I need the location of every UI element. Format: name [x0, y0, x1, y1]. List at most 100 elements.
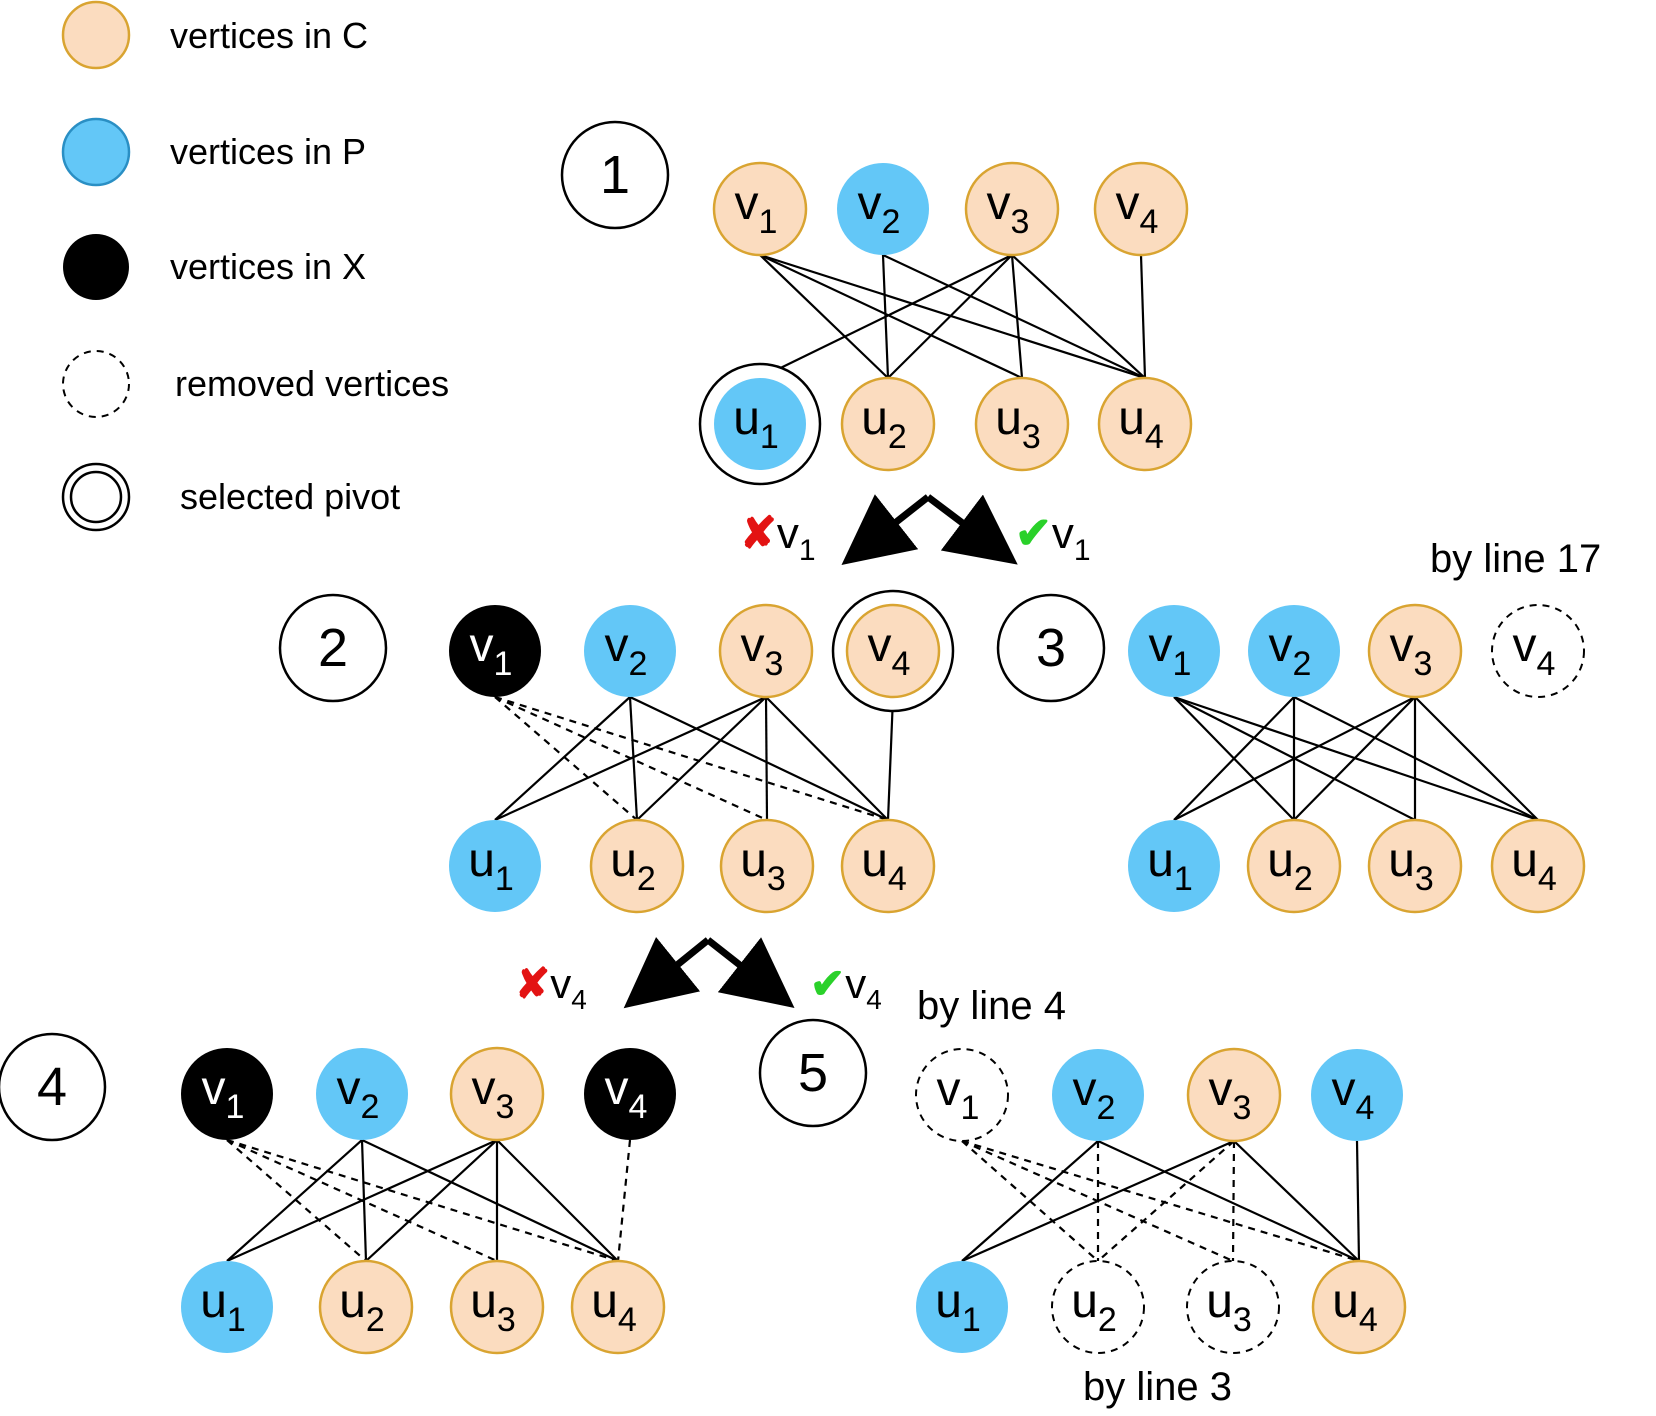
edge-v1-u4: [226, 1138, 619, 1263]
node-u3-label: u3: [470, 1275, 516, 1339]
branch-2-exclude-label: ✘v4: [515, 960, 587, 1015]
edge-v2-u1: [226, 1139, 363, 1262]
node-v3: v3: [1367, 603, 1463, 699]
node-v2-label: v2: [858, 177, 901, 241]
branch-1-exclude-label: ✘v1: [740, 509, 816, 567]
branch-1-exclude-arrow: [841, 494, 931, 565]
node-v3-circle: [1367, 603, 1463, 699]
node-u1-circle: [714, 378, 806, 470]
edge-v3-u1: [226, 1138, 498, 1263]
check-icon: ✔: [810, 960, 845, 1007]
step-4-badge: [0, 1032, 107, 1142]
edge-v1-u2: [494, 696, 638, 821]
edge-v3-u3: [1231, 1140, 1236, 1262]
legend: vertices in C vertices in P vertices in …: [61, 0, 449, 532]
edge-v4-u4: [1355, 1140, 1361, 1262]
node-v1: v1: [915, 1048, 1009, 1142]
node-u3: u3: [1367, 818, 1463, 914]
node-u4: u4: [1311, 1259, 1407, 1355]
step5-note-bottom: by line 3: [1083, 1365, 1232, 1409]
node-v1-circle: [1128, 605, 1220, 697]
node-u3-label: u3: [1388, 834, 1434, 898]
edge-v2-u2: [628, 696, 639, 821]
node-u2-label: u2: [861, 392, 907, 456]
edge-v4-u4: [886, 696, 895, 821]
check-icon: ✔: [1015, 509, 1052, 558]
node-u1: u1: [181, 1261, 273, 1353]
edge-v1-u2: [961, 1140, 1099, 1262]
node-u2-label: u2: [610, 834, 656, 898]
node-v2-circle: [1052, 1049, 1144, 1141]
node-v1-circle: [915, 1048, 1009, 1142]
node-u2: u2: [1246, 818, 1342, 914]
edge-v3-u2: [365, 1139, 498, 1262]
edge-v3-u1: [961, 1139, 1235, 1263]
node-u1-label: u1: [935, 1275, 981, 1339]
edge-v3-u2: [1097, 1140, 1235, 1262]
node-u3-circle: [1367, 818, 1463, 914]
step3-note: by line 17: [1430, 537, 1601, 581]
node-v1-label: v1: [470, 619, 513, 683]
node-v3-circle: [1186, 1047, 1282, 1143]
node-v4: v4: [1491, 604, 1585, 698]
node-u2-label: u2: [1071, 1275, 1117, 1339]
node-u1-circle: [181, 1261, 273, 1353]
edge-v1-u3: [759, 254, 1023, 379]
legend-item-x: vertices in X: [63, 234, 366, 300]
legend-c-label: vertices in C: [170, 15, 368, 56]
node-v2-circle: [1248, 605, 1340, 697]
node-u1: u1: [1128, 820, 1220, 912]
node-u2: u2: [318, 1259, 414, 1355]
branch-2-include-arrow: [705, 937, 795, 1008]
node-v3-circle: [964, 161, 1060, 257]
edge-v3-u1: [1173, 696, 1416, 821]
node-v4-label: v4: [1513, 619, 1556, 683]
node-v3-label: v3: [741, 619, 784, 683]
node-u4-label: u4: [1332, 1275, 1378, 1339]
step-1-number: 1: [600, 145, 630, 205]
node-v4-label: v4: [605, 1062, 648, 1126]
node-u3-label: u3: [995, 392, 1041, 456]
node-u2-circle: [1246, 818, 1342, 914]
legend-pivot-label: selected pivot: [180, 476, 400, 517]
edge-v3-u3: [764, 696, 769, 821]
branch-2-include-label: ✔v4: [810, 960, 882, 1015]
edge-v3-u4: [496, 1139, 619, 1262]
edge-v2-u4: [361, 1139, 619, 1262]
step-3-edges: [1173, 695, 1539, 822]
node-v4-circle: [1491, 604, 1585, 698]
edge-v2-u1: [494, 696, 631, 821]
node-u4-circle: [1490, 818, 1586, 914]
node-v4: v4: [584, 1048, 676, 1140]
node-v4: v4: [831, 589, 955, 713]
node-u4: u4: [570, 1259, 666, 1355]
edge-v2-u4: [1097, 1140, 1360, 1262]
node-v1-label: v1: [735, 177, 778, 241]
node-v4: v4: [1311, 1049, 1403, 1141]
edge-v4-u4: [616, 1139, 632, 1262]
node-u2-circle: [1051, 1260, 1145, 1354]
node-v3-label: v3: [1390, 619, 1433, 683]
node-u4-label: u4: [591, 1275, 637, 1339]
node-v4-label: v4: [1332, 1063, 1375, 1127]
step-3-badge: [996, 593, 1106, 703]
node-u2-circle: [318, 1259, 414, 1355]
node-u4: u4: [1097, 376, 1193, 472]
node-u3-circle: [719, 818, 815, 914]
node-u4: u4: [1490, 818, 1586, 914]
node-u1: u1: [698, 362, 822, 486]
node-v2: v2: [1248, 605, 1340, 697]
edge-v3-u1: [494, 695, 767, 822]
legend-item-p: vertices in P: [61, 117, 366, 187]
edge-v3-u4: [1414, 696, 1539, 821]
legend-x-swatch: [63, 234, 129, 300]
step-2-number: 2: [318, 618, 348, 678]
legend-item-c: vertices in C: [61, 0, 368, 70]
node-u1-label: u1: [200, 1275, 246, 1339]
node-u4: u4: [840, 818, 936, 914]
edge-v3-u1: [759, 254, 1013, 379]
node-v4-label: v4: [1116, 177, 1159, 241]
node-v4-circle: [584, 1048, 676, 1140]
node-u1-label: u1: [733, 392, 779, 456]
